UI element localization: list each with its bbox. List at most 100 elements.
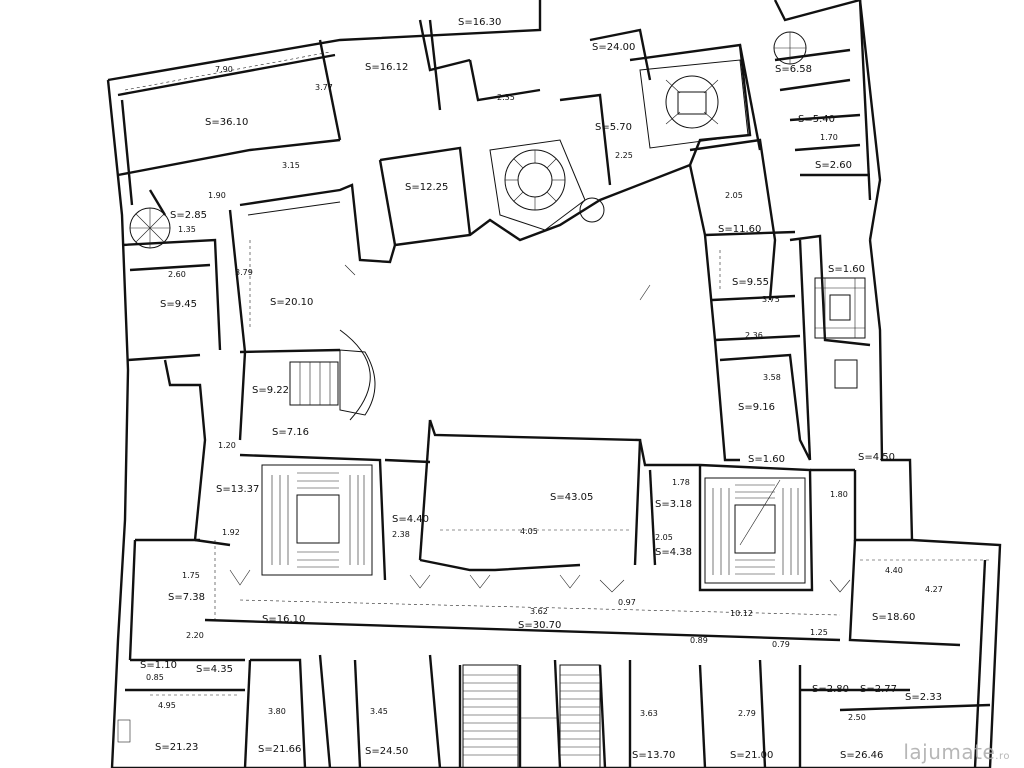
dimension-labels: 7.90 3.77 3.15 2.25 2.35 1.90 2.60 1.35 … <box>146 65 943 722</box>
dimension-label: 1.35 <box>178 225 196 234</box>
room-area-label: S=16.12 <box>365 62 408 73</box>
room-area-label: S=4.50 <box>858 452 895 463</box>
dimension-label: 2.79 <box>738 709 756 718</box>
outer-walls <box>106 0 1002 768</box>
dimension-label: 3.80 <box>268 707 286 716</box>
room-area-label: S=9.45 <box>160 299 197 310</box>
room-area-label: S=9.16 <box>738 402 775 413</box>
dimension-label: 2.38 <box>392 530 410 539</box>
dimension-label: 0.89 <box>690 636 708 645</box>
dimension-label: 2.05 <box>725 191 743 200</box>
dimension-label: 10.12 <box>730 609 753 618</box>
room-area-label: S=26.46 <box>840 750 883 761</box>
room-area-label: S=30.70 <box>518 620 561 631</box>
dimension-label: 2.60 <box>168 270 186 279</box>
dimension-label: 2.05 <box>655 533 673 542</box>
room-area-label: S=6.58 <box>775 64 812 75</box>
dimension-label: 1.70 <box>820 133 838 142</box>
dimension-label: 3.58 <box>763 373 781 382</box>
room-area-label: S=12.25 <box>405 182 448 193</box>
room-area-label: S=2.77 <box>860 684 897 695</box>
dimension-label: 0.85 <box>146 673 164 682</box>
room-area-label: S=13.37 <box>216 484 259 495</box>
west-wing-walls <box>121 189 231 661</box>
dimension-label: 2.50 <box>848 713 866 722</box>
room-area-label: S=21.00 <box>730 750 773 761</box>
room-area-label: S=3.18 <box>655 499 692 510</box>
spiral-stair-top-right <box>773 31 807 65</box>
room-area-label: S=4.38 <box>655 547 692 558</box>
dimension-label: 1.25 <box>810 628 828 637</box>
dimension-label: 1.78 <box>672 478 690 487</box>
dimension-label: 3.63 <box>640 709 658 718</box>
dimension-label: 4.95 <box>158 701 176 710</box>
room-area-label: S=9.55 <box>732 277 769 288</box>
south-wing-walls <box>125 618 991 768</box>
dimension-label: 1.90 <box>208 191 226 200</box>
dimension-label: 4.27 <box>925 585 943 594</box>
room-area-label: S=21.23 <box>155 742 198 753</box>
dimension-label: 2.25 <box>615 151 633 160</box>
dimension-label: 1.92 <box>222 528 240 537</box>
room-area-label: S=36.10 <box>205 117 248 128</box>
room-area-label: S=21.66 <box>258 744 301 755</box>
watermark-text: lajumate <box>903 740 996 764</box>
room-area-label: S=1.60 <box>828 264 865 275</box>
dimension-label: 3.45 <box>370 707 388 716</box>
dimension-label: 3.62 <box>530 607 548 616</box>
dimension-label: 1.80 <box>830 490 848 499</box>
room-area-label: S=1.60 <box>748 454 785 465</box>
north-wing-walls <box>117 19 871 461</box>
room-area-label: S=5.70 <box>595 122 632 133</box>
room-area-label: S=2.33 <box>905 692 942 703</box>
watermark-suffix: .ro <box>995 751 1010 762</box>
room-area-label: S=1.10 <box>140 660 177 671</box>
room-area-label: S=13.70 <box>632 750 675 761</box>
dimension-label: 1.75 <box>182 571 200 580</box>
door-swings <box>117 264 851 743</box>
room-area-label: S=43.05 <box>550 492 593 503</box>
dimension-label: 4.40 <box>885 566 903 575</box>
dimension-label: 2.36 <box>745 331 763 340</box>
dimension-label: 4.05 <box>520 527 538 536</box>
spiral-stair-north <box>489 139 605 231</box>
room-area-label: S=18.60 <box>872 612 915 623</box>
dimension-label: 3.15 <box>282 161 300 170</box>
room-area-label: S=4.35 <box>196 664 233 675</box>
room-area-label: S=24.50 <box>365 746 408 757</box>
central-hall-walls <box>239 419 961 647</box>
dimension-label: 1.20 <box>218 441 236 450</box>
room-area-label: S=2.80 <box>812 684 849 695</box>
stair-grand-west <box>261 464 373 576</box>
apse-stair <box>289 329 376 421</box>
room-area-label: S=20.10 <box>270 297 313 308</box>
room-area-label: S=24.00 <box>592 42 635 53</box>
dimension-lines <box>124 51 990 696</box>
room-area-label: S=5.40 <box>798 114 835 125</box>
dimension-label: 2.20 <box>186 631 204 640</box>
room-area-label: S=7.16 <box>272 427 309 438</box>
room-area-label: S=2.60 <box>815 160 852 171</box>
dimension-label: 0.79 <box>772 640 790 649</box>
dimension-label: 3.75 <box>762 295 780 304</box>
room-area-label: S=4.40 <box>392 514 429 525</box>
dimension-label: 7.90 <box>215 65 233 74</box>
watermark-logo: lajumate.ro <box>903 740 1010 764</box>
dimension-label: 3.77 <box>315 83 333 92</box>
courtyard-outline <box>228 163 740 462</box>
stair-south-flights <box>462 664 601 768</box>
room-area-label: S=9.22 <box>252 385 289 396</box>
dimension-label: 3.79 <box>235 268 253 277</box>
dimension-label: 0.97 <box>618 598 636 607</box>
room-area-label: S=11.60 <box>718 224 761 235</box>
stair-grand-east <box>704 477 806 584</box>
room-area-label: S=7.38 <box>168 592 205 603</box>
room-area-label: S=16.30 <box>458 17 501 28</box>
dimension-label: 2.35 <box>497 93 515 102</box>
room-area-label: S=16.10 <box>262 614 305 625</box>
spiral-stair-west <box>129 207 171 249</box>
room-labels: S=36.10 S=16.12 S=16.30 S=24.00 S=6.58 S… <box>140 17 942 761</box>
stair-east <box>814 277 866 389</box>
room-area-label: S=2.85 <box>170 210 207 221</box>
